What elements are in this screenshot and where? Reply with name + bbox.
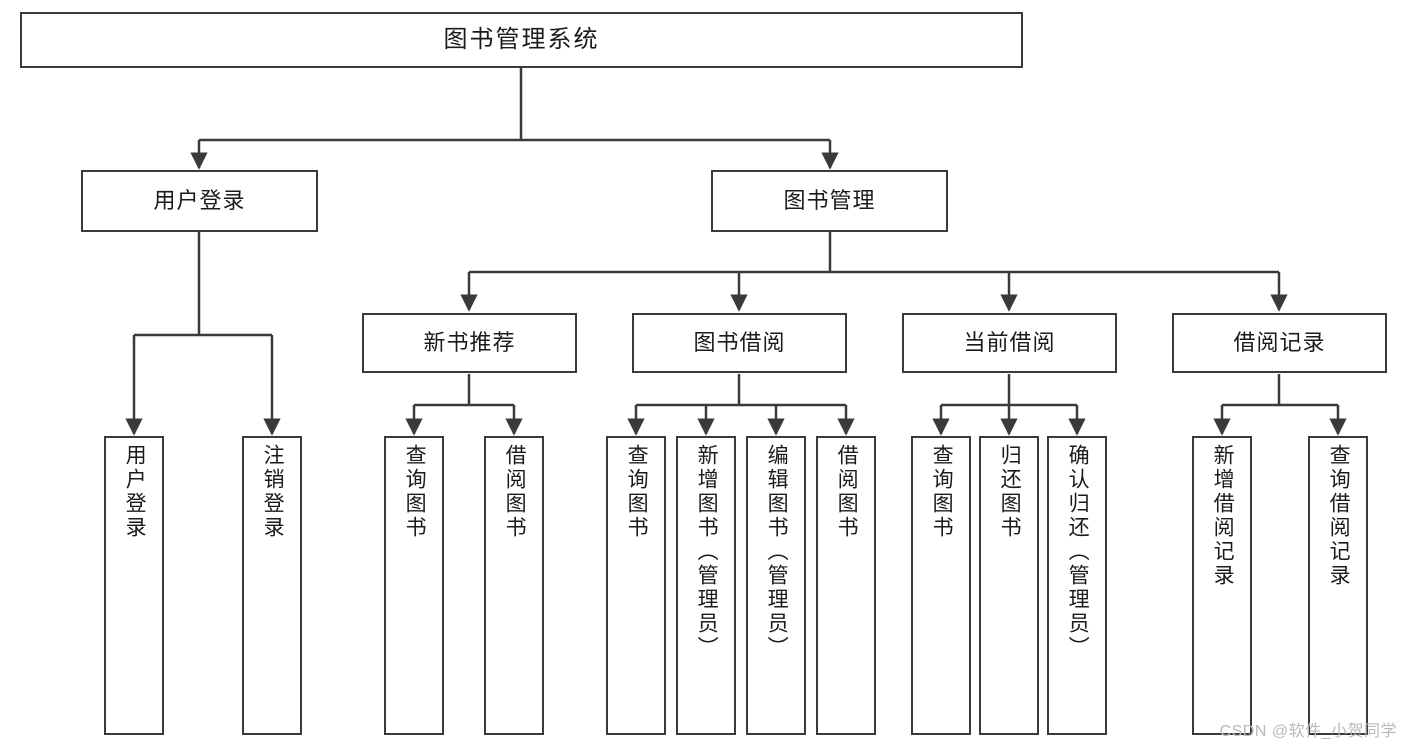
node-leaf-edit-book-admin[interactable]: 编辑图书（管理员） <box>746 436 806 735</box>
node-leaf-query-borrow-record[interactable]: 查询借阅记录 <box>1308 436 1368 735</box>
csdn-watermark: CSDN @软件_小贺同学 <box>1219 723 1397 740</box>
node-user-login[interactable]: 用户登录 <box>81 170 318 232</box>
node-label: 归还图书 <box>998 444 1022 540</box>
node-label: 查询图书 <box>403 444 427 540</box>
node-book-borrow[interactable]: 图书借阅 <box>632 313 847 373</box>
node-leaf-logout[interactable]: 注销登录 <box>242 436 302 735</box>
node-leaf-query-book-borrow[interactable]: 查询图书 <box>606 436 666 735</box>
node-leaf-borrow-book-recommend[interactable]: 借阅图书 <box>484 436 544 735</box>
node-current-borrow[interactable]: 当前借阅 <box>902 313 1117 373</box>
node-label: 新增借阅记录 <box>1211 444 1235 588</box>
node-label: 新增图书（管理员） <box>695 444 719 660</box>
node-label: 图书管理系统 <box>443 25 600 53</box>
node-label: 图书管理 <box>783 188 876 214</box>
node-label: 借阅图书 <box>503 444 527 540</box>
node-borrow-record[interactable]: 借阅记录 <box>1172 313 1387 373</box>
node-leaf-user-login[interactable]: 用户登录 <box>104 436 164 735</box>
node-leaf-query-book-current[interactable]: 查询图书 <box>911 436 971 735</box>
node-label: 查询借阅记录 <box>1327 444 1351 588</box>
node-label: 注销登录 <box>261 444 285 540</box>
node-label: 确认归还（管理员） <box>1066 444 1090 660</box>
node-label: 当前借阅 <box>963 330 1056 356</box>
node-label: 借阅图书 <box>835 444 859 540</box>
node-label: 用户登录 <box>123 444 147 540</box>
node-leaf-return-book[interactable]: 归还图书 <box>979 436 1039 735</box>
node-label: 图书借阅 <box>693 330 786 356</box>
node-label: 用户登录 <box>153 188 246 214</box>
node-leaf-confirm-return-admin[interactable]: 确认归还（管理员） <box>1047 436 1107 735</box>
node-root-library-management-system[interactable]: 图书管理系统 <box>20 12 1023 68</box>
node-label: 编辑图书（管理员） <box>765 444 789 660</box>
node-label: 查询图书 <box>930 444 954 540</box>
node-new-book-recommend[interactable]: 新书推荐 <box>362 313 577 373</box>
node-label: 查询图书 <box>625 444 649 540</box>
node-leaf-add-borrow-record[interactable]: 新增借阅记录 <box>1192 436 1252 735</box>
node-leaf-query-book-recommend[interactable]: 查询图书 <box>384 436 444 735</box>
node-book-management[interactable]: 图书管理 <box>711 170 948 232</box>
node-leaf-borrow-book[interactable]: 借阅图书 <box>816 436 876 735</box>
node-label: 新书推荐 <box>423 330 516 356</box>
node-leaf-add-book-admin[interactable]: 新增图书（管理员） <box>676 436 736 735</box>
node-label: 借阅记录 <box>1233 330 1326 356</box>
